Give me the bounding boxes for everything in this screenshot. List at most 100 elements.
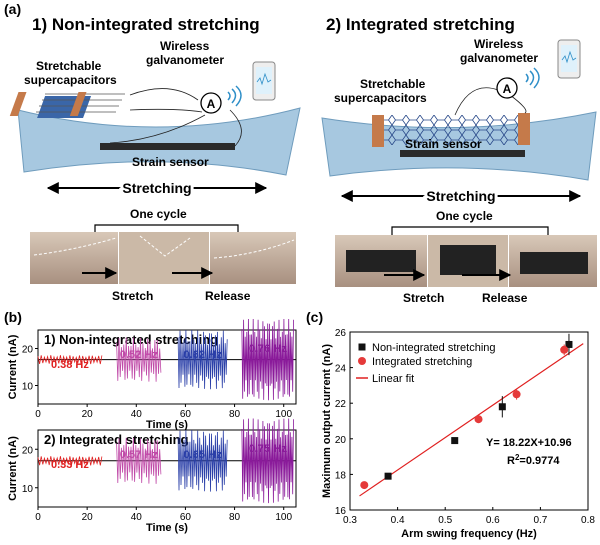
left-ammeter-icon <box>200 92 222 114</box>
left-release-label: Release <box>205 289 251 303</box>
right-stretch-label: Stretch <box>403 291 444 305</box>
left-supercapacitor-array <box>9 92 125 118</box>
left-stretching-label: Stretching <box>122 180 191 196</box>
b-burst-trace <box>241 318 294 401</box>
b-xlabel: Time (s) <box>146 419 188 431</box>
left-arm-band <box>17 107 301 176</box>
b-burst-trace <box>116 337 162 382</box>
left-strain-sensor <box>100 143 235 150</box>
b-xtick-label: 0 <box>35 409 41 420</box>
b-ylabel: Current (nA) <box>7 334 19 399</box>
right-ammeter-icon <box>496 77 518 99</box>
c-xtick-label: 0.7 <box>533 515 547 526</box>
b-burst-label: 0.33 Hz <box>51 459 89 471</box>
c-r-squared: R2=0.9774 <box>507 453 560 468</box>
b-burst-label: 0.75 Hz <box>249 443 287 455</box>
c-point-circle <box>512 390 521 399</box>
left-one-cycle-label: One cycle <box>130 207 187 221</box>
b-burst-trace <box>116 437 162 484</box>
b-xtick-label: 0 <box>35 512 41 523</box>
left-photo-2 <box>119 232 209 284</box>
c-point-square <box>498 403 506 411</box>
c-legend-circle-icon <box>358 357 366 365</box>
b-ylabel: Current (nA) <box>7 436 19 501</box>
b-burst-label: 0.76 Hz <box>249 343 287 355</box>
b-chart-title: 2) Integrated stretching <box>44 432 189 447</box>
left-phone-icon <box>252 61 276 101</box>
b-xtick-label: 100 <box>275 409 292 420</box>
c-legend-label: Linear fit <box>372 373 414 385</box>
b-ytick-label: 10 <box>22 484 34 495</box>
right-strain-sensor-label: Strain sensor <box>405 137 482 151</box>
left-wireless-icon <box>227 85 242 107</box>
c-fit-equation: Y= 18.22X+10.96 <box>486 437 572 449</box>
right-galvanometer-label-2: galvanometer <box>460 51 538 65</box>
b-burst-trace <box>177 430 228 492</box>
c-xtick-label: 0.6 <box>486 515 500 526</box>
right-supercap-label-1: Stretchable <box>360 77 426 91</box>
right-ammeter-label: A <box>503 82 512 96</box>
c-point-square <box>565 340 573 348</box>
left-strain-sensor-label: Strain sensor <box>132 155 209 169</box>
b-chart-frame <box>37 429 297 508</box>
c-xtick-label: 0.3 <box>343 515 357 526</box>
c-legend-square-icon <box>358 343 366 351</box>
b-ytick-label: 20 <box>22 445 34 456</box>
left-schematic: 1) Non-integrated stretching Strain sens… <box>9 15 301 303</box>
right-galvanometer-label-1: Wireless <box>474 37 524 51</box>
c-xlabel: Arm swing frequency (Hz) <box>401 528 537 540</box>
c-ytick-label: 24 <box>335 364 347 375</box>
b-xtick-label: 40 <box>131 512 143 523</box>
right-phone-icon <box>557 39 581 79</box>
b-xtick-label: 80 <box>229 512 241 523</box>
c-point-circle <box>560 345 569 354</box>
right-supercap-label-2: supercapacitors <box>334 91 427 105</box>
b-burst-label: 0.57 Hz <box>120 449 158 461</box>
b-burst-trace <box>37 355 103 365</box>
left-ammeter-label: A <box>207 97 216 111</box>
b-xtick-label: 100 <box>275 512 292 523</box>
c-fit-line <box>359 343 584 497</box>
left-supercap-label-2: supercapacitors <box>24 73 117 87</box>
left-stretch-label: Stretch <box>112 289 153 303</box>
c-legend-label: Non-integrated stretching <box>372 342 496 354</box>
c-ytick-label: 16 <box>335 506 347 517</box>
left-photo-1 <box>30 232 118 284</box>
c-xtick-label: 0.8 <box>581 515 595 526</box>
b-xtick-label: 20 <box>82 409 94 420</box>
b-chart-title: 1) Non-integrated stretching <box>44 332 218 347</box>
right-title: 2) Integrated stretching <box>326 15 515 34</box>
right-stretching-label: Stretching <box>426 188 495 204</box>
panel-a-label: (a) <box>4 1 21 17</box>
c-plot-frame <box>349 331 589 511</box>
panel-c-label: (c) <box>306 309 323 325</box>
b-xtick-label: 60 <box>180 512 192 523</box>
right-release-label: Release <box>482 291 528 305</box>
b-ytick-label: 20 <box>22 345 34 356</box>
c-point-circle <box>474 415 483 424</box>
left-title: 1) Non-integrated stretching <box>32 15 260 34</box>
b-chart-frame <box>37 329 297 405</box>
c-point-circle <box>360 481 369 490</box>
c-ytick-label: 22 <box>335 399 347 410</box>
b-burst-trace <box>241 418 294 504</box>
c-ylabel: Maximum output current (nA) <box>321 344 333 498</box>
c-ytick-label: 26 <box>335 328 347 339</box>
panel-b-label: (b) <box>4 309 22 325</box>
c-ytick-label: 20 <box>335 435 347 446</box>
right-strain-sensor <box>400 150 525 157</box>
b-ytick-label: 10 <box>22 382 34 393</box>
b-burst-label: 0.38 Hz <box>51 359 89 371</box>
b-xtick-label: 20 <box>82 512 94 523</box>
left-galvanometer-label-1: Wireless <box>160 39 210 53</box>
b-burst-trace <box>37 456 103 466</box>
left-supercap-label-1: Stretchable <box>36 59 102 73</box>
b-xlabel: Time (s) <box>146 522 188 534</box>
c-xtick-label: 0.4 <box>391 515 405 526</box>
b-burst-label: 0.65 Hz <box>184 449 222 461</box>
b-xtick-label: 80 <box>229 409 241 420</box>
c-legend-label: Integrated stretching <box>372 356 472 368</box>
right-wireless-icon <box>525 67 540 89</box>
